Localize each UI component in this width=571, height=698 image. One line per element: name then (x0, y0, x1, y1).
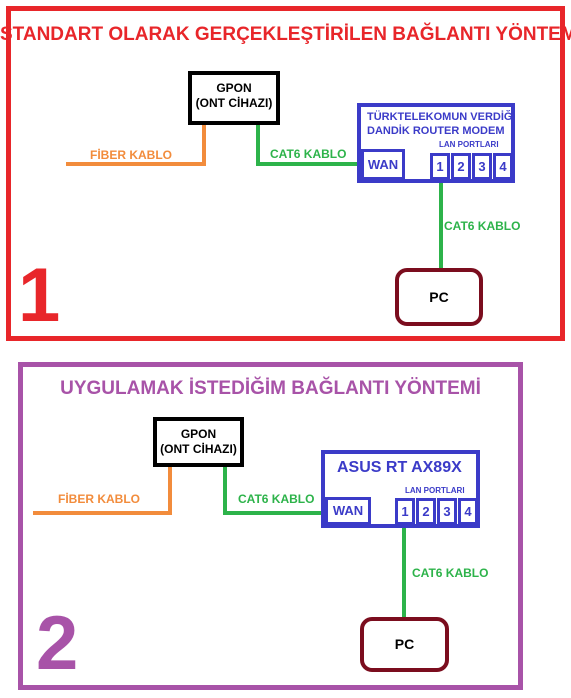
panel2-gpon-ont-box: GPON (ONT CİHAZI) (153, 417, 244, 467)
panel1-fiber-label: FİBER KABLO (90, 148, 172, 162)
panel1-lan-port-2: 2 (451, 153, 471, 180)
panel1-cat6-label-b: CAT6 KABLO (444, 219, 521, 233)
panel2-gpon-label: GPON (180, 427, 217, 441)
panel1-router-name-line2: DANDİK ROUTER MODEM (367, 125, 505, 137)
panel2-lan-port-4: 4 (458, 498, 478, 525)
panel2-cat6-label-b: CAT6 KABLO (412, 566, 489, 580)
panel-standard-connection (6, 6, 565, 341)
panel2-lan-port-2: 2 (416, 498, 436, 525)
panel2-fiber-label: FİBER KABLO (58, 492, 140, 506)
panel1-pc: PC (395, 268, 483, 326)
panel2-cat6-label-a: CAT6 KABLO (238, 492, 315, 506)
panel2-lan-port-1: 1 (395, 498, 415, 525)
panel2-asus-router: ASUS RT AX89X LAN PORTLARI WAN 1 2 3 4 (321, 450, 480, 528)
panel1-gpon-label: GPON (216, 81, 252, 95)
panel1-router-modem: TÜRKTELEKOMUN VERDİĞİ DANDİK ROUTER MODE… (357, 103, 516, 183)
panel2-lan-ports-label: LAN PORTLARI (405, 486, 465, 495)
panel2-title: UYGULAMAK İSTEDİĞİM BAĞLANTI YÖNTEMİ (60, 378, 481, 399)
panel-desired-connection (18, 362, 523, 690)
panel1-cat6-label-a: CAT6 KABLO (270, 147, 347, 161)
panel2-wan-port: WAN (325, 497, 371, 525)
panel1-lan-port-4: 4 (493, 153, 513, 180)
panel1-fiber-cable (66, 124, 206, 166)
panel2-lan-port-3: 3 (437, 498, 457, 525)
panel2-pc-label: PC (394, 636, 415, 652)
panel2-cat6-gpon-router (223, 465, 324, 515)
panel1-ont-label: (ONT CİHAZI) (195, 96, 273, 110)
panel1-gpon-ont-box: GPON (ONT CİHAZI) (188, 71, 280, 125)
panel1-router-name-line1: TÜRKTELEKOMUN VERDİĞİ (367, 111, 516, 123)
panel1-lan-port-1: 1 (430, 153, 450, 180)
panel1-lan-port-3: 3 (472, 153, 492, 180)
panel1-title: STANDART OLARAK GERÇEKLEŞTİRİLEN BAĞLANT… (0, 24, 571, 45)
panel1-cat6-gpon-router (256, 124, 360, 166)
panel2-fiber-cable (33, 465, 172, 515)
panel1-number: 1 (18, 253, 61, 338)
panel2-pc: PC (360, 617, 449, 672)
panel1-wan-port: WAN (361, 149, 405, 180)
panel1-pc-label: PC (429, 289, 449, 305)
panel2-router-name: ASUS RT AX89X (337, 459, 462, 476)
panel1-lan-ports-label: LAN PORTLARI (439, 140, 499, 149)
panel2-ont-label: (ONT CİHAZI) (160, 442, 237, 456)
panel2-number: 2 (36, 601, 79, 686)
